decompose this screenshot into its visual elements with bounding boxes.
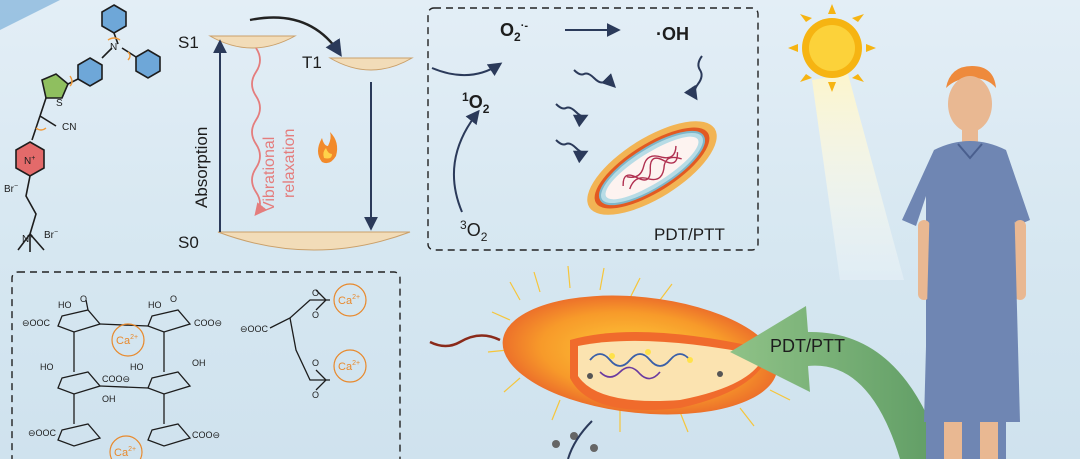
- ca-label-3: Ca2+: [338, 360, 360, 373]
- s1-label: S1: [178, 33, 199, 52]
- coo-label-6: COO⊖: [192, 430, 220, 440]
- ca-ion-3: [333, 349, 367, 383]
- large-bacterium-illustration: [429, 265, 791, 459]
- molecule-br1: Br−: [4, 183, 18, 195]
- ho-label-1: HO: [58, 300, 72, 310]
- therapy-arrow: [730, 306, 944, 459]
- patient-figure: [902, 66, 1030, 459]
- relaxation-label-2: relaxation: [281, 129, 298, 198]
- s0-level: [217, 231, 411, 251]
- heat-flame-icon: [318, 132, 338, 164]
- alginate-structure: [57, 289, 330, 447]
- bacterium-pili: [487, 265, 791, 433]
- light-beam: [812, 74, 904, 280]
- molecule-nplus2: N+: [22, 233, 33, 245]
- oh-label-2: OH: [192, 358, 206, 368]
- sun-icon: [788, 4, 876, 92]
- alginate-box: [11, 271, 401, 459]
- ros-attack-arrows: [555, 55, 703, 164]
- o-label-4: O: [312, 310, 319, 320]
- therapy-arrow-label: PDT/PTT: [770, 336, 845, 356]
- ho-label-2: HO: [148, 300, 162, 310]
- ca-ion-2: [333, 283, 367, 317]
- ros-mode-label: PDT/PTT: [654, 225, 725, 244]
- o-label-5: O: [312, 358, 319, 368]
- triplet-to-singlet-arrow: [452, 109, 480, 213]
- t1-level: [328, 57, 414, 71]
- ca-label-4: Ca2+: [114, 446, 136, 459]
- o-label-6: O: [312, 390, 319, 400]
- singlet-oxygen-label: 1O2: [462, 90, 490, 116]
- molecule-s: S: [56, 98, 63, 109]
- ca-ion-4: [109, 435, 143, 459]
- ca-label-2: Ca2+: [338, 294, 360, 307]
- isc-arrow: [249, 16, 342, 57]
- molecule-rotation-marks: [35, 37, 131, 131]
- t1-to-ros-arrow: [431, 62, 503, 77]
- relaxation-label-1: Vibrational: [261, 137, 278, 212]
- s0-label: S0: [178, 233, 199, 252]
- ros-box: [427, 7, 759, 251]
- jablonski-diagram: [208, 16, 414, 251]
- molecule-br2: Br−: [44, 229, 58, 241]
- absorption-label: Absorption: [192, 127, 211, 208]
- oh-label-1: OH: [102, 394, 116, 404]
- coo-label-4: COO⊖: [102, 374, 130, 384]
- calcium-ions: [109, 283, 367, 459]
- ca-ion-1: [111, 323, 145, 357]
- superoxide-label: O2·-: [500, 20, 528, 44]
- triplet-oxygen-label: 3O2: [460, 218, 488, 244]
- o-label-2: O: [170, 294, 177, 304]
- molecule-n: N: [110, 42, 117, 53]
- o-label-3: O: [312, 288, 319, 298]
- coo-label-5: ⊖OOC: [28, 428, 57, 438]
- burning-bacterium-icon: [587, 121, 717, 215]
- o-label-1: O: [80, 294, 87, 304]
- s1-level: [208, 35, 297, 49]
- hydroxyl-label: ·OH: [656, 24, 689, 44]
- coo-label-2: COO⊖: [194, 318, 222, 328]
- coo-label-1: ⊖OOC: [22, 318, 51, 328]
- coo-label-3: ⊖OOC: [240, 324, 269, 334]
- photosensitizer-molecule: [15, 4, 161, 252]
- ho-label-4: HO: [130, 362, 144, 372]
- ho-label-3: HO: [40, 362, 54, 372]
- light-wedge: [0, 0, 60, 30]
- t1-label: T1: [302, 53, 322, 72]
- ca-label-1: Ca2+: [116, 334, 138, 347]
- relaxation-wave: [251, 47, 268, 216]
- molecule-nplus: N+: [24, 155, 35, 167]
- molecule-cn: CN: [62, 122, 76, 133]
